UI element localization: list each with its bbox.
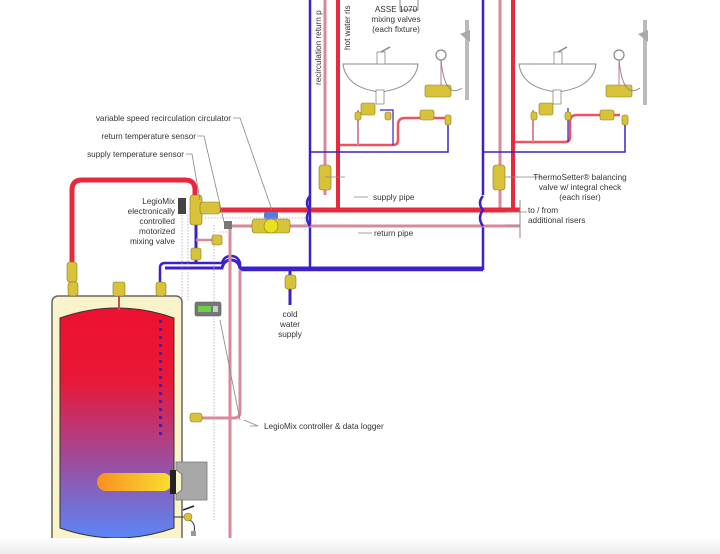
circulator-pump-icon [251,212,291,234]
hot-water-riser-label: hot water ris [343,5,352,50]
riser-1-balancing-valve-icon [318,164,332,191]
legiomix-label-line1: LegioMix [142,197,175,206]
tank-hot-outlet-pipe [69,177,198,283]
shower-icon [435,20,470,100]
controller-label: LegioMix controller & data logger [264,422,384,431]
recirc-return-to-tank [196,375,242,420]
thermosetter-label-line3: (each riser) [559,193,601,202]
valve-actuator-icon [178,198,186,214]
circulator-label: variable speed recirculation circulator [96,114,231,123]
risers-label-line2: additional risers [528,216,585,225]
riser-1-hot-branch [338,116,450,147]
sensor-wiring [181,215,306,520]
asse-label-line3: (each fixture) [372,25,420,34]
cold-water-label-line1: cold [282,310,297,319]
legiomix-label-line4: motorized [139,227,175,236]
riser-1 [308,0,485,270]
heating-element [97,473,172,491]
risers-label-line1: to / from [528,206,558,215]
riser-2-balancing-valve-icon [492,164,506,191]
thermosetter-label-line1: ThermoSetter® balancing [533,173,627,182]
legiomix-label-line2: electronically [128,207,176,216]
legiomix-label-line5: mixing valve [130,237,175,246]
supply-sensor-label: supply temperature sensor [87,150,184,159]
legiomix-controller-icon [194,301,222,317]
bottom-shadow [0,538,720,554]
shower-mixing-valve-icon [424,84,452,98]
cold-water-label-line3: supply [278,330,303,339]
riser-1-cold-branch [310,120,449,153]
asse-label-line1: ASSE 1070 [375,5,418,14]
sink-icon [518,46,597,105]
cold-water-header [158,254,483,283]
cold-supply-valve-icon [284,274,297,290]
fixture-mixing-valve-icon [360,102,376,116]
supply-pipe-label: supply pipe [373,193,415,202]
recirc-return-pipe-label: recirculation return p [314,10,323,85]
dip-tube [159,320,162,435]
tank-water [59,307,175,539]
thermosetter-label-line2: valve w/ integral check [539,183,622,192]
sink-icon [342,46,419,105]
relief-valve-icon [112,281,126,297]
return-sensor-label: return temperature sensor [101,132,196,141]
water-heater-tank [51,281,208,549]
return-temperature-sensor-icon [224,221,232,229]
leader-lines [186,117,542,427]
return-pipe-label: return pipe [374,229,414,238]
legiomix-label-line3: controlled [139,217,175,226]
element-housing [175,461,208,501]
cold-water-label-line2: water [279,320,300,329]
shower-icon [613,20,648,105]
asse-label-line2: mixing valves [371,15,420,24]
drain-valve-icon [183,512,193,522]
